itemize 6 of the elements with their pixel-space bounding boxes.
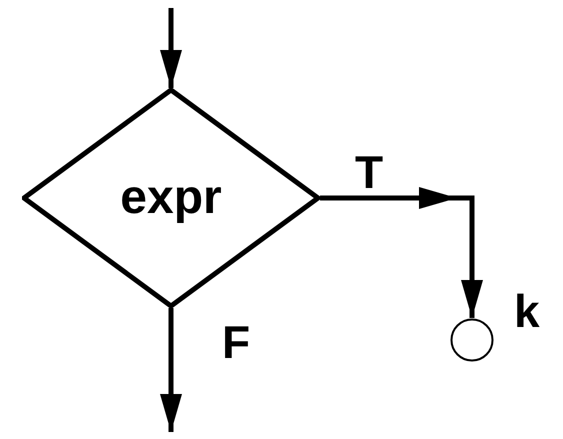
node-label: k: [514, 288, 540, 334]
edge-label: T: [355, 149, 384, 195]
decision-diamond: [22, 88, 320, 308]
terminal-circle: [450, 318, 494, 362]
edge-label: F: [222, 319, 250, 365]
condition-label: expr: [120, 174, 222, 222]
